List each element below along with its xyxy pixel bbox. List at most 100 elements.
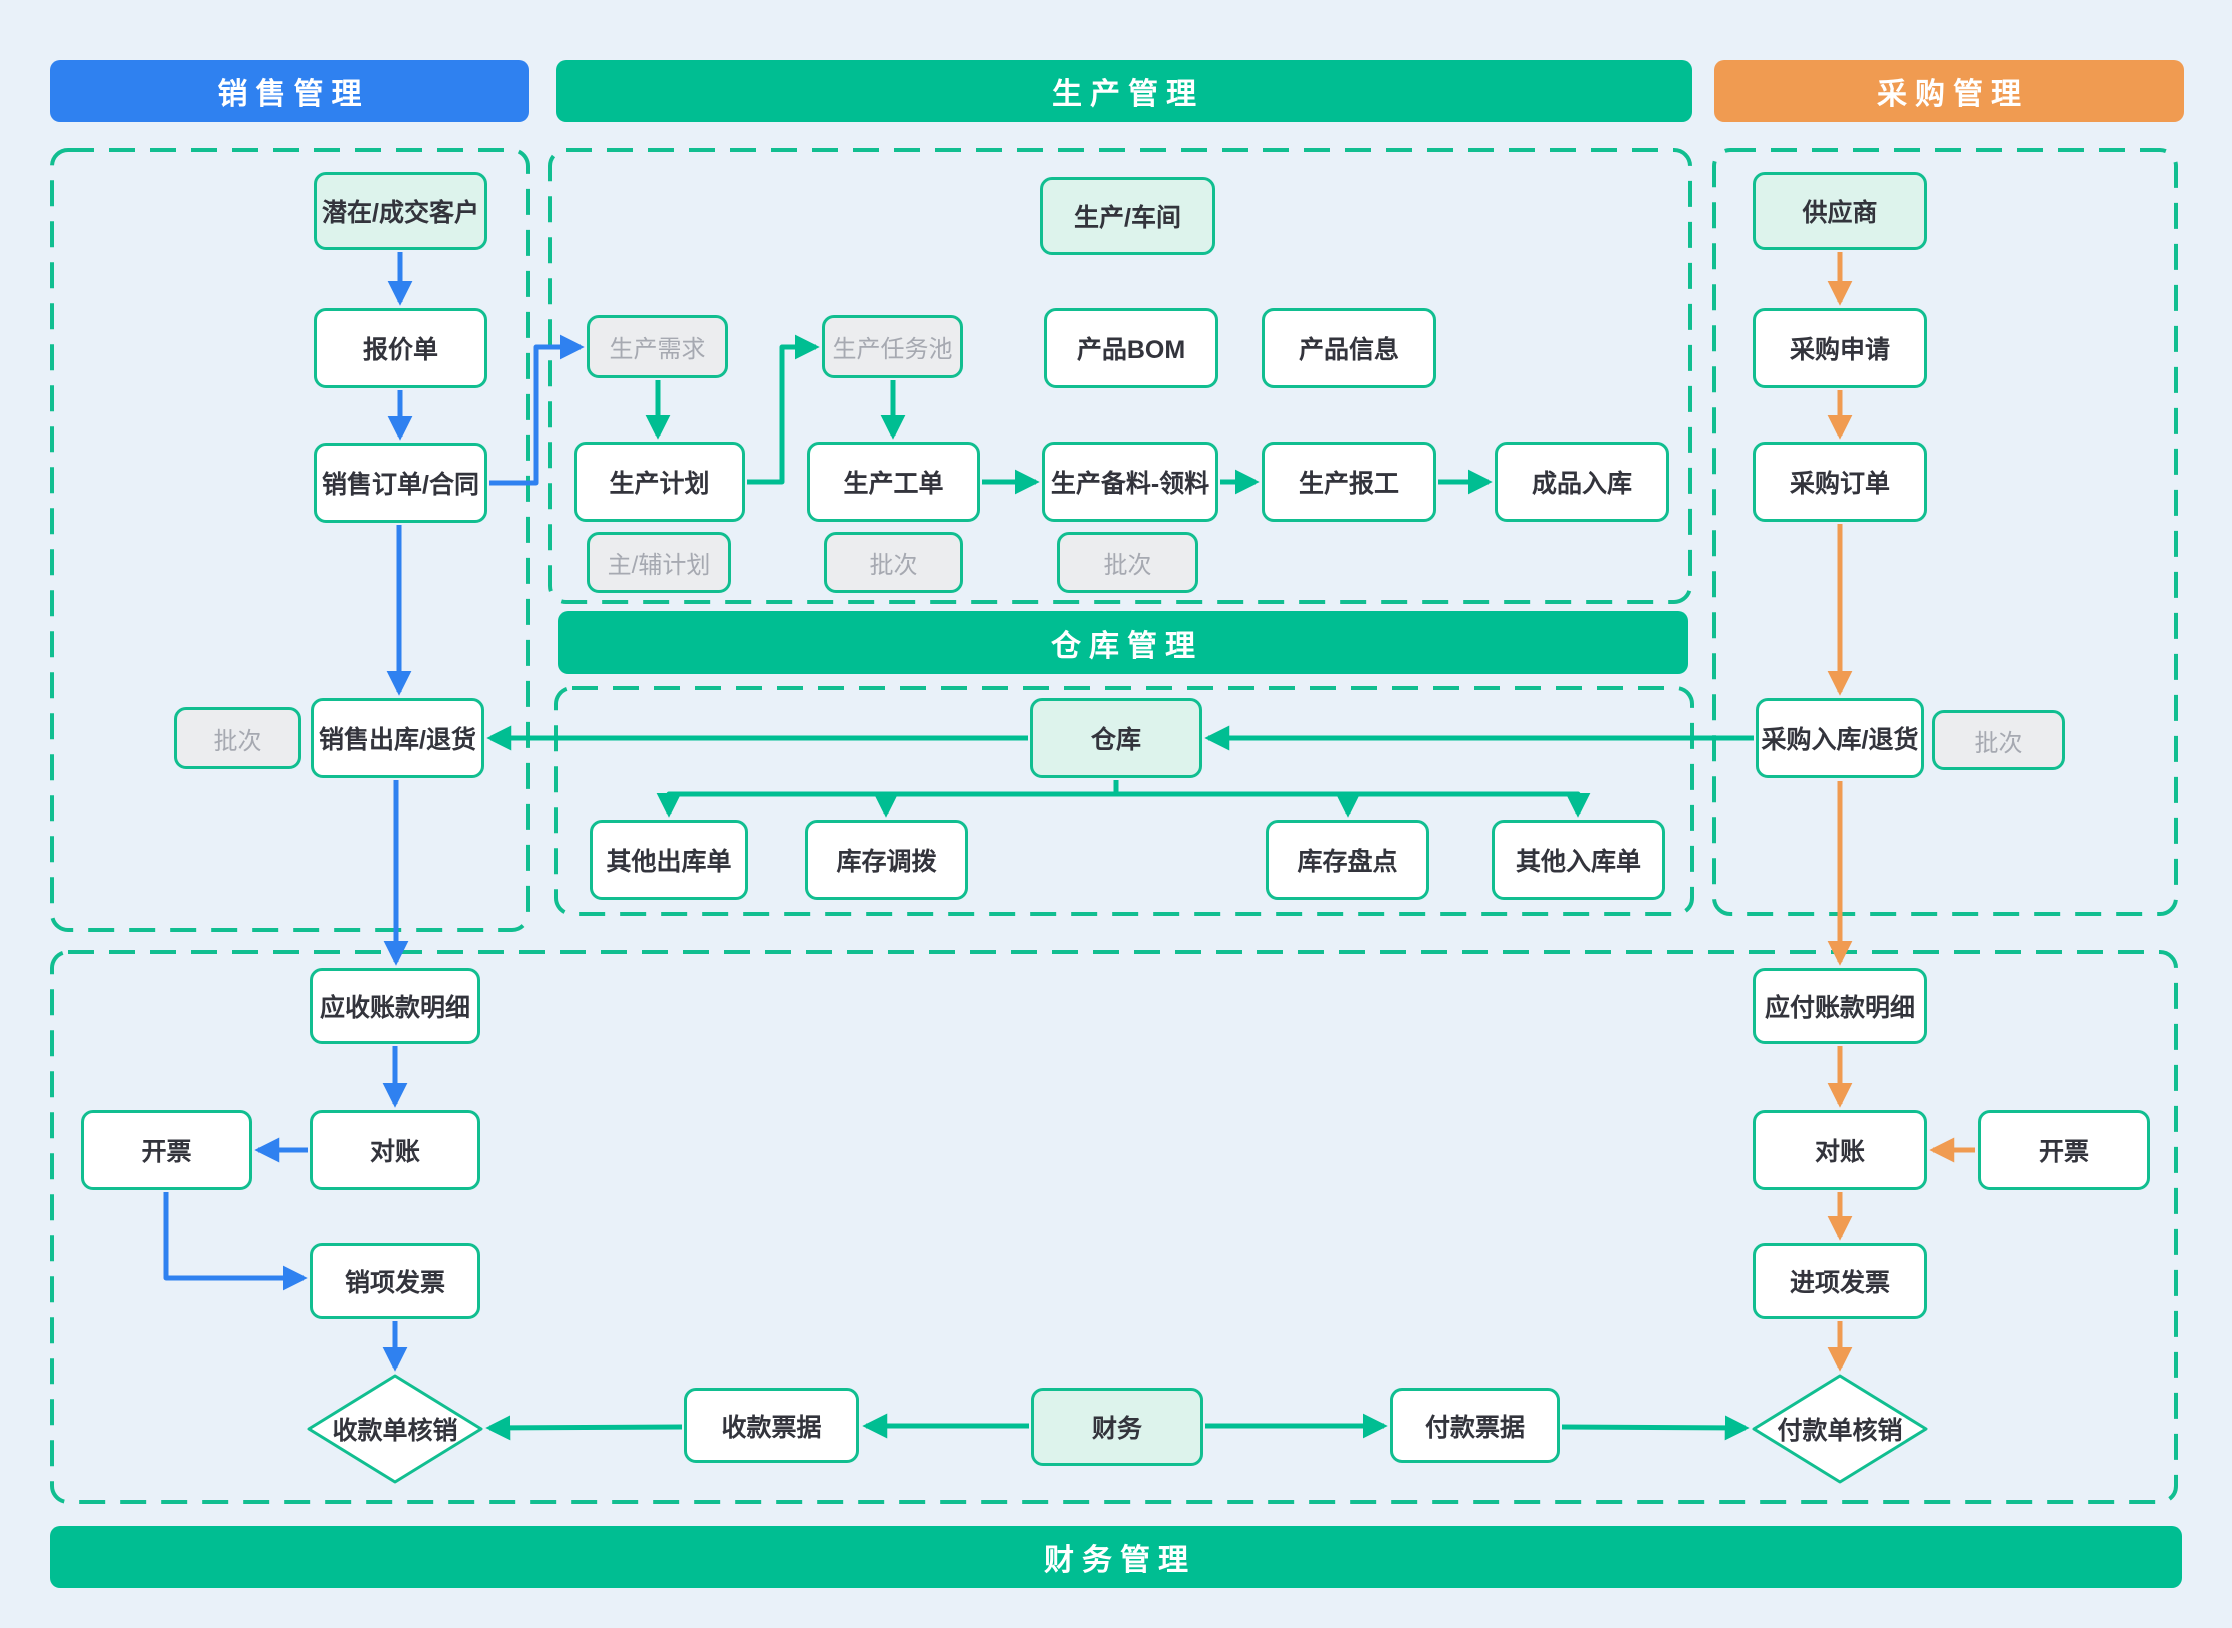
node-label: 开票 xyxy=(141,1138,192,1166)
node-label: 生产工单 xyxy=(843,470,944,498)
region-sales xyxy=(50,148,530,932)
node-label: 采购入库/退货 xyxy=(1761,726,1919,754)
region-procurement xyxy=(1712,148,2178,916)
node-label: 成品入库 xyxy=(1531,470,1632,498)
node-reconcile-ar: 对账 xyxy=(310,1110,480,1190)
edge-warehouse-otherin xyxy=(1116,791,1591,818)
edge-order-proddemand xyxy=(489,334,585,486)
node-label: 库存调拨 xyxy=(836,848,937,876)
node-label: 对账 xyxy=(1814,1138,1865,1166)
node-label: 报价单 xyxy=(362,336,438,364)
edge-paymentnote-writeoff xyxy=(1561,1415,1750,1441)
node-supplier: 供应商 xyxy=(1753,172,1927,250)
node-purchase-order: 采购订单 xyxy=(1753,442,1927,522)
node-sales-order: 销售订单/合同 xyxy=(314,443,487,523)
node-workshop: 生产/车间 xyxy=(1040,177,1215,255)
node-label: 生产/车间 xyxy=(1074,204,1181,232)
node-prod-taskpool: 生产任务池 xyxy=(822,315,963,378)
node-customer: 潜在/成交客户 xyxy=(314,172,487,250)
node-other-inbound: 其他入库单 xyxy=(1492,820,1665,900)
edge-warehouse-otherout xyxy=(656,780,1119,818)
node-batch-material: 批次 xyxy=(1057,532,1198,593)
node-label: 销售订单/合同 xyxy=(322,471,479,499)
node-ar-detail: 应收账款明细 xyxy=(310,968,480,1044)
node-label: 产品信息 xyxy=(1298,336,1399,364)
node-stock-transfer: 库存调拨 xyxy=(805,820,968,900)
node-ap-detail: 应付账款明细 xyxy=(1753,968,1927,1044)
node-sales-outbound: 销售出库/退货 xyxy=(311,698,484,778)
node-work-report: 生产报工 xyxy=(1262,442,1436,522)
node-prod-plan: 生产计划 xyxy=(574,442,745,522)
node-finance: 财务 xyxy=(1031,1388,1203,1466)
node-prod-demand: 生产需求 xyxy=(587,315,728,378)
edge-receiptnote-writeoff xyxy=(485,1415,683,1441)
node-sales-invoice: 销项发票 xyxy=(310,1243,480,1319)
node-receipt-writeoff: 收款单核销 xyxy=(307,1374,483,1484)
node-label: 生产报工 xyxy=(1298,470,1399,498)
node-product-info: 产品信息 xyxy=(1262,308,1436,388)
node-label: 批次 xyxy=(1974,729,2023,757)
node-label: 生产任务池 xyxy=(832,336,953,363)
node-label: 收款单核销 xyxy=(332,1417,458,1445)
node-batch-sales: 批次 xyxy=(174,707,301,769)
node-warehouse: 仓库 xyxy=(1030,698,1202,778)
node-label: 应收账款明细 xyxy=(319,994,470,1022)
node-label: 潜在/成交客户 xyxy=(322,199,479,227)
edge-invoice-salesinvoice xyxy=(163,1192,308,1291)
node-invoice-ar: 开票 xyxy=(81,1110,252,1190)
node-label: 销售出库/退货 xyxy=(319,726,476,754)
node-label: 生产需求 xyxy=(609,336,706,363)
node-label: 采购订单 xyxy=(1789,470,1890,498)
node-other-outbound: 其他出库单 xyxy=(590,820,748,900)
node-label: 产品BOM xyxy=(1076,336,1186,364)
node-label: 财务 xyxy=(1091,1415,1142,1443)
diamond-shape xyxy=(307,1374,483,1484)
node-work-order: 生产工单 xyxy=(807,442,980,522)
node-label: 批次 xyxy=(1103,552,1152,579)
node-purchase-request: 采购申请 xyxy=(1753,308,1927,388)
node-label: 批次 xyxy=(213,727,262,755)
section-header-finance: 财务管理 xyxy=(50,1526,2182,1588)
node-payment-writeoff: 付款单核销 xyxy=(1752,1374,1928,1484)
section-header-production: 生产管理 xyxy=(556,60,1692,122)
node-label: 采购申请 xyxy=(1789,336,1890,364)
diamond-shape xyxy=(1752,1374,1928,1484)
node-label: 付款单核销 xyxy=(1777,1417,1903,1445)
section-header-warehouse: 仓库管理 xyxy=(558,611,1688,674)
node-label: 仓库 xyxy=(1090,726,1141,754)
node-reconcile-ap: 对账 xyxy=(1753,1110,1927,1190)
node-product-bom: 产品BOM xyxy=(1044,308,1218,388)
section-header-sales: 销售管理 xyxy=(50,60,529,122)
node-receipt-note: 收款票据 xyxy=(684,1388,859,1463)
node-label: 其他入库单 xyxy=(1515,848,1641,876)
node-label: 对账 xyxy=(369,1138,420,1166)
node-label: 销项发票 xyxy=(344,1269,445,1297)
node-label: 库存盘点 xyxy=(1297,848,1398,876)
node-stock-count: 库存盘点 xyxy=(1266,820,1429,900)
node-purchase-inbound: 采购入库/退货 xyxy=(1756,698,1924,778)
node-quote: 报价单 xyxy=(314,308,487,388)
node-input-invoice: 进项发票 xyxy=(1753,1243,1927,1319)
node-invoice-ap: 开票 xyxy=(1978,1110,2150,1190)
node-label: 供应商 xyxy=(1802,199,1878,227)
region-warehouse xyxy=(554,686,1694,916)
node-finished-inbound: 成品入库 xyxy=(1495,442,1669,522)
region-finance xyxy=(50,950,2178,1504)
node-batch-wo: 批次 xyxy=(824,532,963,593)
node-label: 批次 xyxy=(869,552,918,579)
edge-plan-taskpool xyxy=(747,334,820,485)
node-label: 收款票据 xyxy=(721,1413,822,1442)
node-label: 付款票据 xyxy=(1424,1413,1525,1442)
region-production xyxy=(548,148,1692,604)
node-label: 主/辅计划 xyxy=(607,552,711,579)
node-label: 生产备料-领料 xyxy=(1050,470,1210,498)
node-label: 生产计划 xyxy=(609,470,710,498)
node-material-picking: 生产备料-领料 xyxy=(1042,442,1218,522)
node-label: 开票 xyxy=(2038,1138,2089,1166)
node-payment-note: 付款票据 xyxy=(1390,1388,1560,1463)
node-label: 进项发票 xyxy=(1789,1269,1890,1297)
section-header-procurement: 采购管理 xyxy=(1714,60,2184,122)
node-label: 应付账款明细 xyxy=(1764,994,1915,1022)
